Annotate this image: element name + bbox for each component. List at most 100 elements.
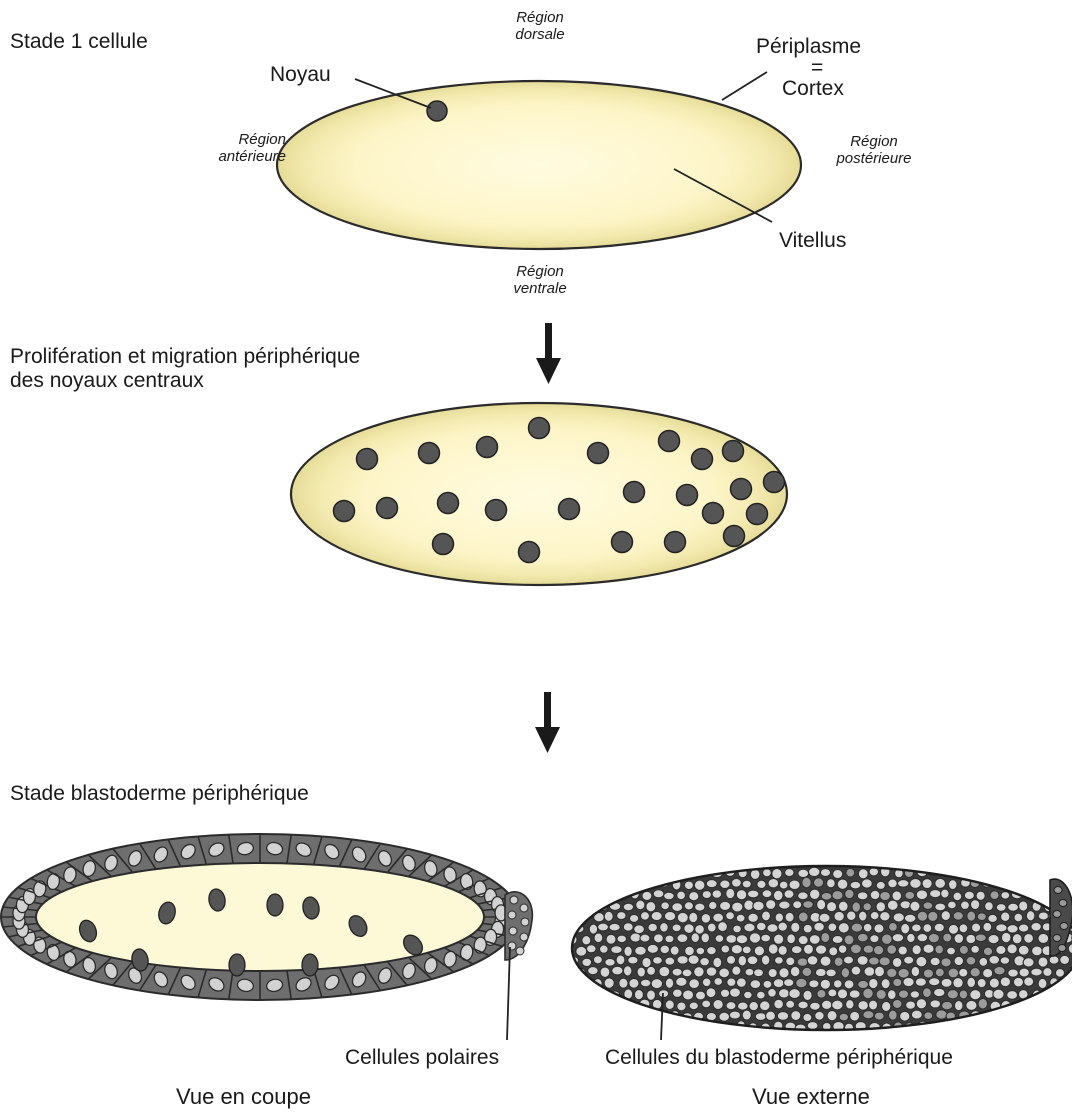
blastoderm-cell	[570, 891, 580, 901]
blastoderm-cell	[683, 856, 692, 866]
blastoderm-cell	[760, 1001, 770, 1011]
blastoderm-cell	[750, 980, 761, 989]
blastoderm-cell	[653, 1023, 664, 1033]
blastoderm-cell	[605, 958, 615, 966]
blastoderm-cell	[585, 902, 595, 910]
blastoderm-cell	[978, 999, 987, 1010]
blastoderm-cell	[635, 946, 647, 955]
blastoderm-cell	[763, 980, 772, 988]
blastoderm-cell	[1012, 934, 1022, 944]
blastoderm-cell	[778, 989, 789, 999]
blastoderm-cell	[581, 1002, 592, 1010]
blastoderm-cell	[744, 923, 755, 932]
blastoderm-cell	[604, 978, 614, 988]
blastoderm-cell	[869, 1000, 878, 1010]
blastoderm-cell	[889, 1010, 898, 1020]
blastoderm-cell	[749, 933, 760, 944]
blastoderm-cell	[1050, 1002, 1058, 1011]
blastoderm-cell	[863, 945, 874, 953]
blastoderm-cell	[989, 868, 1000, 877]
blastoderm-cell	[827, 902, 837, 912]
blastoderm-cell	[906, 1001, 916, 1009]
blastoderm-cell	[893, 999, 902, 1008]
blastoderm-cell	[1061, 868, 1071, 877]
blastoderm-cell	[899, 857, 909, 865]
blastoderm-cell	[604, 911, 613, 921]
blastoderm-cell	[588, 857, 597, 867]
blastoderm-cell	[582, 1023, 591, 1031]
blastoderm-cell	[1031, 857, 1042, 867]
blastoderm-cell	[900, 901, 911, 909]
blastoderm-cell	[849, 990, 860, 998]
syncytial-nucleus	[677, 485, 698, 506]
blastoderm-cell	[954, 1000, 963, 1010]
syncytial-nucleus	[438, 493, 459, 514]
region-ventral-label: Région ventrale	[505, 263, 575, 298]
blastoderm-cell	[923, 902, 933, 910]
blastoderm-cell	[1018, 859, 1029, 868]
blastoderm-cell	[917, 933, 928, 941]
blastoderm-cell	[629, 978, 639, 988]
blastoderm-cell	[819, 913, 830, 922]
blastoderm-cell	[869, 957, 880, 965]
blastoderm-cell	[779, 968, 789, 978]
blastoderm-cell	[817, 989, 826, 998]
blastoderm-cell	[815, 968, 826, 976]
blastoderm-cell	[581, 892, 593, 900]
blastoderm-cell	[959, 945, 968, 954]
polar-cell	[520, 933, 528, 941]
blastoderm-cell	[763, 869, 772, 877]
blastoderm-cell	[778, 945, 787, 955]
blastoderm-cell	[1060, 955, 1070, 964]
blastoderm-cell	[677, 867, 686, 877]
syncytial-nucleus	[357, 449, 378, 470]
blastoderm-cell	[677, 934, 688, 943]
blastoderm-cell	[874, 1012, 884, 1020]
blastoderm-cell	[996, 924, 1008, 932]
blastoderm-cell	[618, 1000, 627, 1010]
blastoderm-cell	[936, 1010, 947, 1019]
blastoderm-cell	[676, 977, 687, 986]
blastoderm-cell	[947, 947, 956, 955]
blastoderm-cell	[1039, 868, 1049, 876]
blastoderm-cell	[826, 858, 836, 866]
syncytial-nucleus	[624, 482, 645, 503]
blastoderm-cell	[586, 945, 596, 953]
blastoderm-cell	[598, 923, 609, 931]
blastoderm-cell	[815, 1011, 824, 1020]
blastoderm-cell	[844, 935, 854, 945]
blastoderm-cell	[648, 923, 658, 932]
blastoderm-cell	[599, 945, 608, 953]
blastoderm-cell	[809, 867, 820, 876]
blastoderm-cell	[653, 934, 663, 943]
blastoderm-cell	[784, 979, 794, 987]
blastoderm-cell	[1053, 1011, 1064, 1021]
blastoderm-cell	[1038, 978, 1047, 988]
blastoderm-cell	[700, 957, 710, 965]
blastoderm-cell	[948, 924, 958, 934]
blastoderm-cell	[941, 911, 950, 921]
blastoderm-cell	[959, 924, 968, 933]
cortex-pointer-line	[722, 72, 767, 100]
blastoderm-cell	[983, 1013, 992, 1022]
blastoderm-cell	[594, 1000, 603, 1009]
blastoderm-cell	[787, 934, 796, 944]
blastoderm-cell	[996, 857, 1005, 867]
blastoderm-cell	[976, 891, 985, 900]
blastoderm-cell	[664, 911, 675, 920]
blastoderm-cell	[629, 914, 638, 922]
blastoderm-cell	[1013, 977, 1023, 987]
blastoderm-cell	[1039, 1021, 1049, 1030]
blastoderm-cell	[726, 912, 735, 920]
blastoderm-cell	[930, 957, 940, 966]
blastoderm-cell	[1001, 892, 1010, 900]
down-arrow-1	[536, 323, 561, 384]
blastoderm-cell	[715, 935, 724, 943]
periplasme-label: Périplasme	[756, 35, 861, 59]
blastoderm-cell	[736, 890, 747, 900]
blastoderm-cell	[623, 903, 633, 911]
blastoderm-cell	[916, 956, 927, 967]
blastoderm-cell	[683, 990, 694, 1000]
blastoderm-cell	[633, 858, 644, 866]
blastoderm-cell	[870, 890, 880, 899]
